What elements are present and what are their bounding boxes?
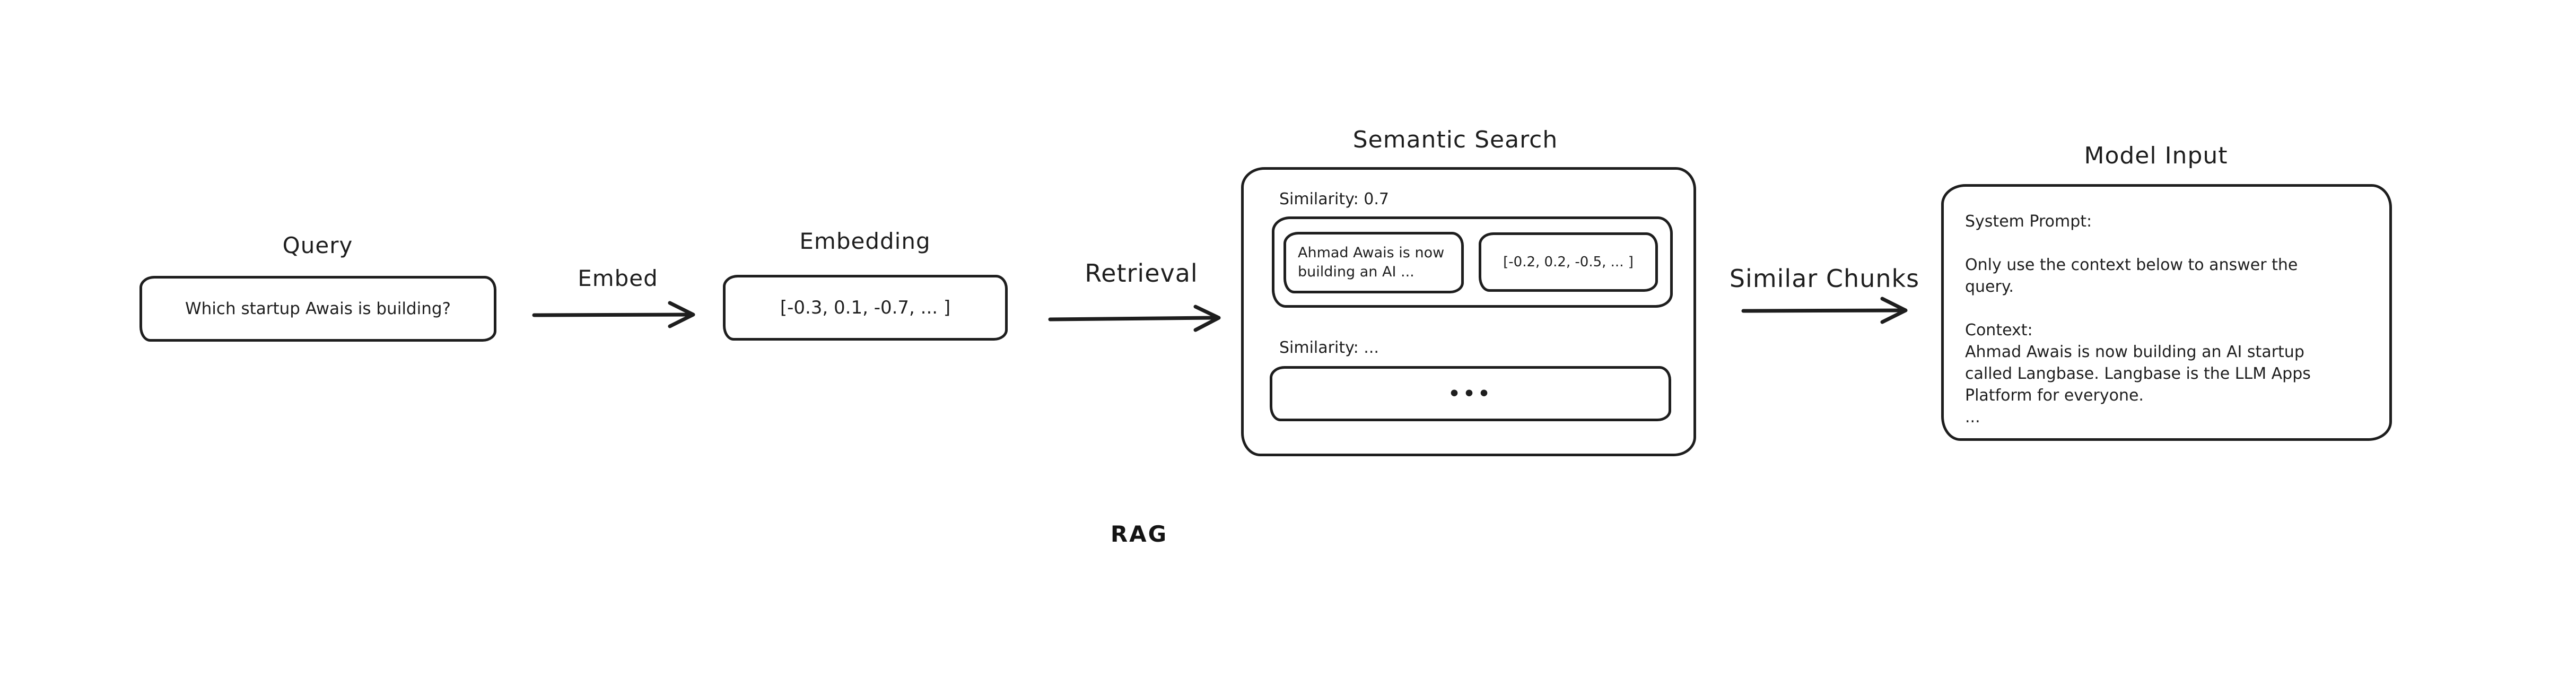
more-results-box: ••• (1270, 366, 1671, 421)
chunk-text-line1: Ahmad Awais is now (1298, 245, 1445, 261)
query-title: Query (282, 232, 353, 258)
diagram-caption: RAG (1110, 521, 1168, 547)
model-input-title: Model Input (2084, 142, 2228, 169)
chunk-text-line2: building an AI ... (1298, 264, 1414, 280)
similar-chunks-arrow-icon (1741, 297, 1908, 324)
similar-chunks-arrow-label: Similar Chunks (1729, 264, 1920, 293)
model-input-box (1941, 184, 2392, 441)
embed-arrow-label: Embed (578, 265, 658, 291)
model-input-line: Ahmad Awais is now building an AI startu… (1965, 343, 2304, 361)
embed-arrow-icon (532, 301, 695, 328)
model-input-line (1965, 232, 2373, 254)
embedding-title: Embedding (799, 228, 931, 254)
chunk-vector-box: [-0.2, 0.2, -0.5, ... ] (1479, 232, 1658, 292)
query-text: Which startup Awais is building? (185, 299, 451, 318)
model-input-line: Platform for everyone. (1965, 386, 2144, 405)
model-input-line: called Langbase. Langbase is the LLM App… (1965, 364, 2311, 383)
model-input-text: System Prompt: Only use the context belo… (1965, 211, 2373, 428)
model-input-line: ... (1965, 408, 1980, 427)
semantic-search-title: Semantic Search (1352, 126, 1558, 153)
retrieval-arrow-label: Retrieval (1085, 259, 1198, 288)
embedding-vector-text: [-0.3, 0.1, -0.7, ... ] (780, 297, 951, 318)
similarity-top-label: Similarity: 0.7 (1279, 190, 1390, 209)
model-input-line: Only use the context below to answer the (1965, 256, 2298, 274)
query-box: Which startup Awais is building? (139, 276, 496, 342)
retrieval-arrow-icon (1048, 305, 1221, 332)
model-input-line (1965, 298, 2373, 319)
chunk-text: Ahmad Awais is now building an AI ... (1298, 244, 1444, 282)
similarity-more-label: Similarity: ... (1279, 338, 1379, 357)
model-input-line: System Prompt: (1965, 212, 2092, 231)
chunk-text-box: Ahmad Awais is now building an AI ... (1283, 232, 1464, 293)
more-results-dots: ••• (1448, 383, 1493, 405)
model-input-line: query. (1965, 277, 2014, 296)
model-input-line: Context: (1965, 321, 2033, 340)
chunk-vector-text: [-0.2, 0.2, -0.5, ... ] (1503, 254, 1634, 270)
embedding-box: [-0.3, 0.1, -0.7, ... ] (723, 275, 1008, 341)
